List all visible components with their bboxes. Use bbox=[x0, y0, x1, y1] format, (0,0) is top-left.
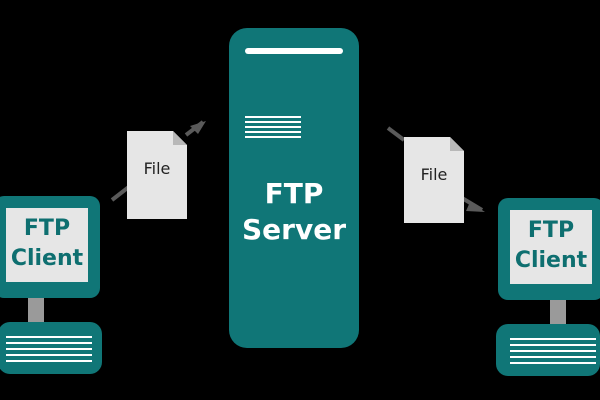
keyboard-base bbox=[0, 322, 102, 374]
ftp-server: FTP Server bbox=[229, 28, 359, 348]
keyboard-line bbox=[510, 344, 596, 346]
document-icon bbox=[127, 131, 187, 219]
server-vent-line bbox=[245, 121, 301, 123]
keyboard-line bbox=[510, 356, 596, 358]
arrow-head-left bbox=[190, 121, 206, 134]
file-right-label: File bbox=[420, 165, 448, 184]
ftp-client-left: FTP Client bbox=[0, 196, 100, 298]
client-right-label-line2: Client bbox=[514, 248, 588, 273]
server-label-line1: FTP bbox=[264, 177, 324, 210]
monitor: FTP Client bbox=[498, 198, 600, 300]
server-vent-line bbox=[245, 131, 301, 133]
server-slot bbox=[245, 48, 343, 54]
server-vent-line bbox=[245, 136, 301, 138]
keyboard-base bbox=[496, 324, 600, 376]
monitor-screen: FTP Client bbox=[510, 210, 592, 284]
server-vent-line bbox=[245, 116, 301, 118]
file-left-label: File bbox=[143, 159, 171, 178]
monitor: FTP Client bbox=[0, 196, 100, 298]
ftp-client-right: FTP Client bbox=[498, 198, 600, 300]
keyboard-line bbox=[6, 342, 92, 344]
arrow-head-right bbox=[466, 202, 485, 212]
monitor-screen: FTP Client bbox=[6, 208, 88, 282]
monitor-stand bbox=[550, 300, 566, 324]
monitor-stand bbox=[28, 298, 44, 322]
client-right-label-line1: FTP bbox=[527, 218, 575, 243]
keyboard-line bbox=[6, 354, 92, 356]
keyboard-line bbox=[6, 348, 92, 350]
server-vent-line bbox=[245, 126, 301, 128]
keyboard-line bbox=[510, 350, 596, 352]
keyboard-line bbox=[6, 336, 92, 338]
client-left-label-line1: FTP bbox=[23, 216, 71, 241]
connector-right-upper bbox=[386, 126, 406, 142]
keyboard-line bbox=[510, 338, 596, 340]
document-icon bbox=[404, 137, 464, 223]
file-left: File bbox=[127, 131, 187, 219]
keyboard-line bbox=[510, 362, 596, 364]
keyboard-line bbox=[6, 360, 92, 362]
file-right: File bbox=[404, 137, 464, 223]
server-label-line2: Server bbox=[241, 213, 346, 246]
client-left-label-line2: Client bbox=[10, 246, 84, 271]
